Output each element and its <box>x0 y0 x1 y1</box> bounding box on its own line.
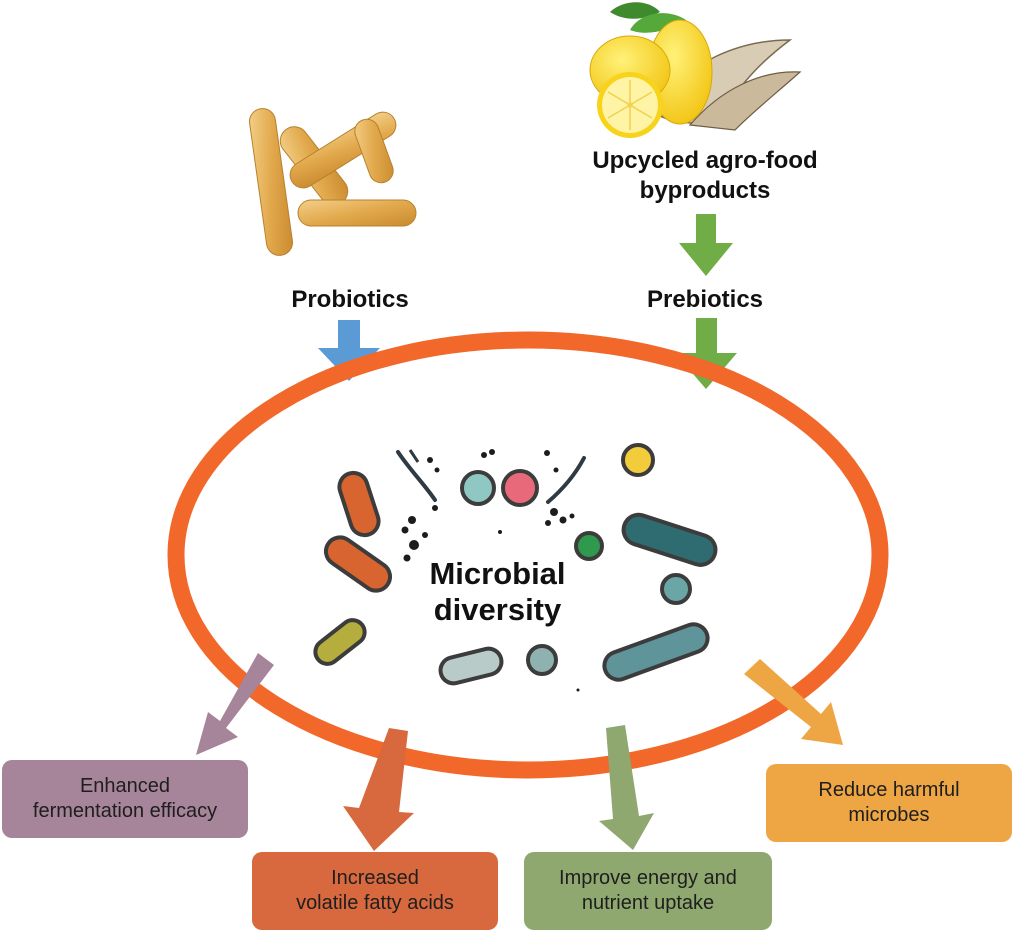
prebiotics-label: Prebiotics <box>646 286 764 313</box>
fermentation-line1: Enhanced <box>79 775 171 797</box>
vfa-box: Increased volatile fatty acids <box>252 852 498 930</box>
energy-box: Improve energy and nutrient uptake <box>524 852 772 930</box>
energy-line1: Improve energy and <box>559 867 737 889</box>
upcycled-label-line2: byproducts <box>639 177 771 204</box>
harmful-box: Reduce harmful microbes <box>766 764 1012 842</box>
energy-arrow <box>599 725 654 850</box>
upcycled-to-prebiotics-arrow <box>679 214 733 276</box>
fermentation-line2: fermentation efficacy <box>32 800 218 822</box>
microbe-cluster-icon <box>313 443 718 692</box>
vfa-line1: Increased <box>331 867 419 889</box>
upcycled-label-line1: Upcycled agro-food <box>592 147 818 174</box>
probiotics-label: Probiotics <box>291 286 409 313</box>
prebiotics-arrow <box>675 318 737 389</box>
vfa-arrow <box>343 728 414 851</box>
center-label-line2: diversity <box>433 592 562 627</box>
center-label-line1: Microbial <box>429 556 566 591</box>
vfa-line2: volatile fatty acids <box>296 892 454 914</box>
gut-ellipse <box>167 331 889 779</box>
lemon-banana-peel-icon <box>589 2 802 138</box>
harmful-line1: Reduce harmful <box>818 779 960 801</box>
harmful-line2: microbes <box>848 804 930 826</box>
microbial-diversity-label: Microbial diversity <box>400 556 595 628</box>
fermentation-arrow <box>196 653 274 755</box>
probiotics-arrow <box>318 320 380 381</box>
rod-bacteria-icon <box>249 108 417 256</box>
harmful-arrow <box>744 659 843 745</box>
energy-line2: nutrient uptake <box>581 892 715 914</box>
fermentation-box: Enhanced fermentation efficacy <box>2 760 248 838</box>
upcycled-label: Upcycled agro-food byproducts <box>560 146 850 206</box>
